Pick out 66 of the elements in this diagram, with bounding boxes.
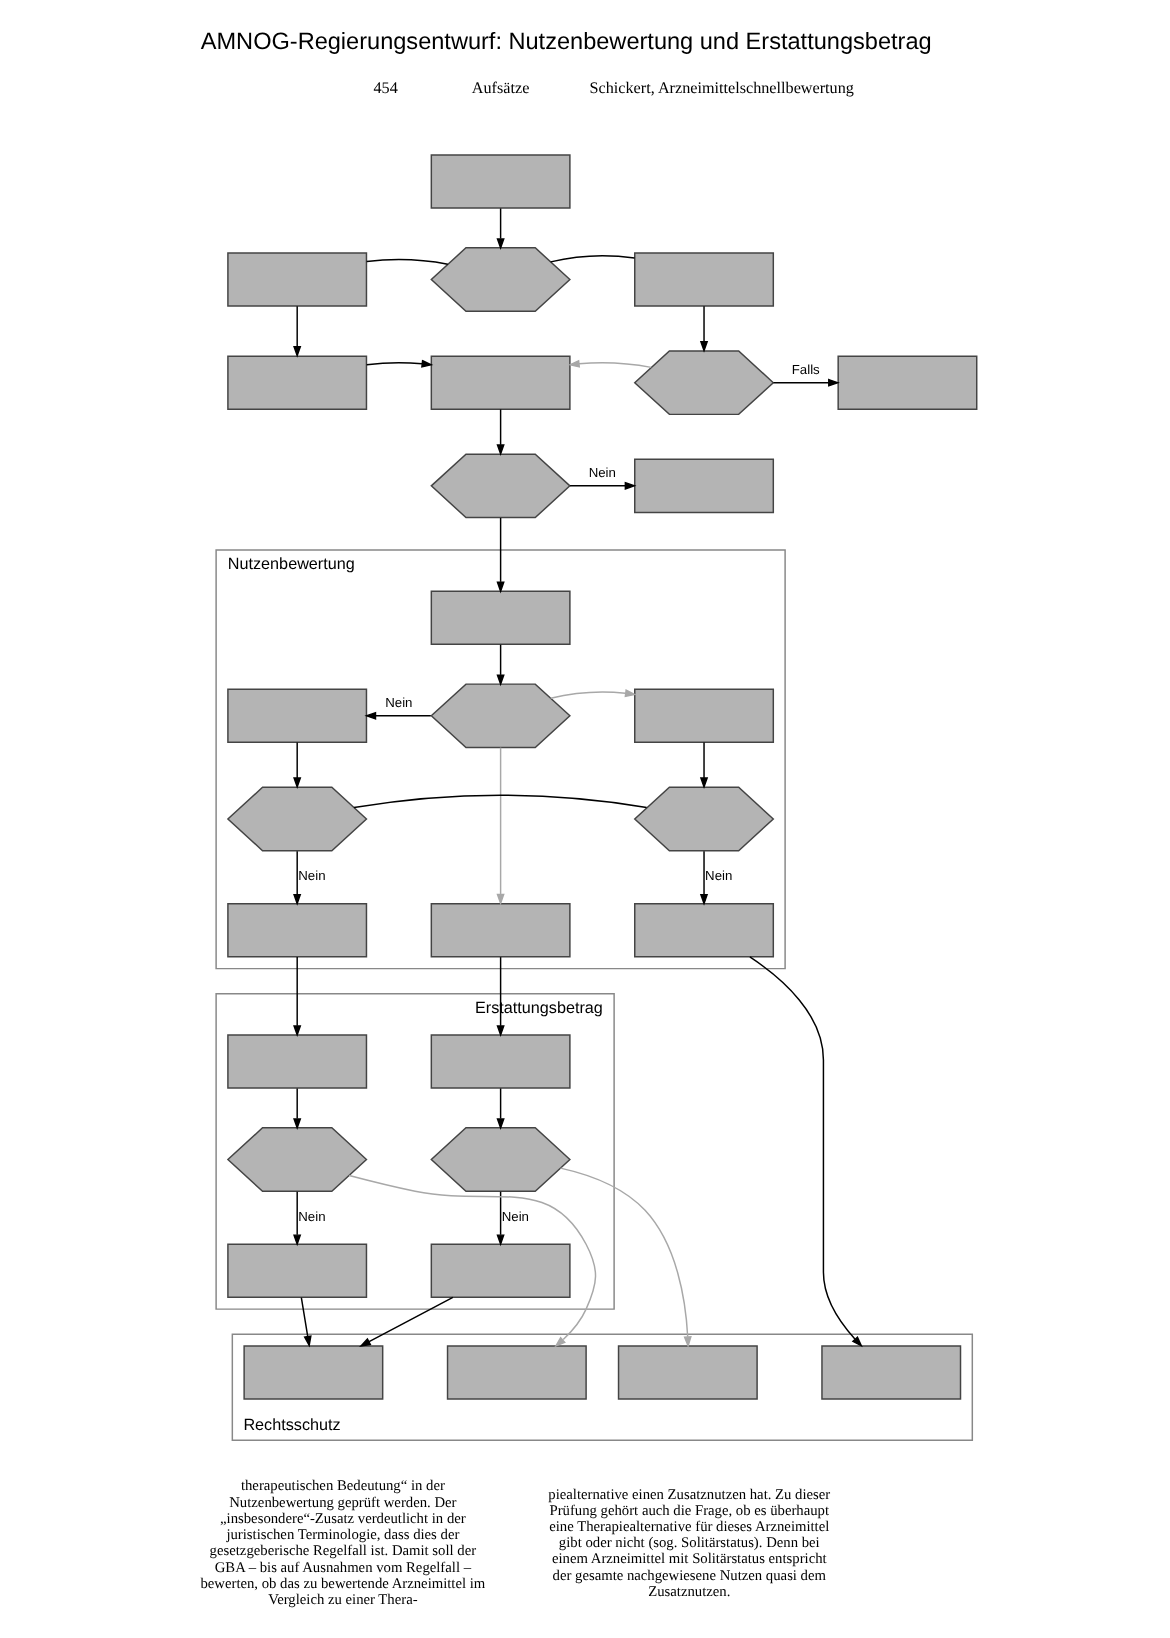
arrow [348, 1174, 597, 1348]
arrow [772, 378, 840, 387]
arrow [699, 741, 709, 790]
label: 454 [373, 78, 398, 97]
node-hexagon [226, 1127, 368, 1192]
arrow [293, 1087, 302, 1130]
node-box [446, 1345, 587, 1400]
node-box [634, 688, 775, 744]
node-box [634, 252, 775, 307]
node-box [430, 903, 571, 958]
node-box [227, 355, 368, 410]
label: Aufsätze [471, 78, 530, 97]
node-box [227, 903, 368, 958]
arrow [496, 644, 505, 687]
node-box [227, 688, 368, 744]
arrow [496, 408, 505, 456]
node-box [617, 1345, 758, 1400]
arrow [496, 207, 505, 250]
arrow [366, 359, 434, 368]
node-box [227, 1034, 368, 1089]
node-hexagon [430, 247, 571, 312]
node-box [634, 458, 775, 514]
arrow [699, 850, 709, 906]
node-hexagon [430, 453, 571, 519]
node-box [430, 1243, 571, 1299]
node-hexagon [226, 786, 368, 852]
arrow [293, 850, 302, 906]
connector [353, 794, 648, 809]
arrow [496, 956, 505, 1037]
node-hexagon [633, 350, 775, 416]
diagram-title: AMNOG-Regierungsentwurf: Nutzenbewertung und Erstattungsbetrag [200, 28, 932, 55]
node-hexagon [430, 1127, 571, 1192]
node-box [430, 590, 571, 646]
arrow [496, 746, 505, 906]
node-box [430, 154, 571, 209]
arrow [559, 1167, 692, 1349]
arrow [293, 741, 302, 790]
node-box [634, 903, 775, 958]
node-box [837, 355, 978, 410]
node-box [430, 355, 571, 410]
arrow [300, 1296, 312, 1348]
arrow [699, 305, 709, 353]
arrow [359, 1296, 454, 1347]
arrow [496, 517, 505, 594]
label: piealternative einen Zusatznutzen hat. Zu dieser Prüfung gehört auch die Frage, ob es überhaupt eine Therapiealternative für dieses Arzneimittel gibt oder nicht (sog. Solitärstatus). Denn bei einem Arzneimittel mit Solitärstatus entspricht der gesamte nachgewiesene Nutzen quasi dem Zusatznutzen. [548, 1484, 831, 1600]
node-hexagon [633, 786, 775, 852]
node-box [430, 1034, 571, 1089]
node-hexagon [430, 683, 571, 749]
label: Schickert, Arzneimittelschnellbewertung [589, 78, 854, 97]
arrow [364, 711, 432, 720]
arrow [549, 689, 637, 699]
arrow [749, 956, 863, 1348]
connector [366, 258, 449, 265]
node-box [243, 1345, 384, 1400]
arrow [496, 1087, 505, 1130]
node-box [227, 252, 368, 307]
node-box [227, 1243, 368, 1299]
connector [549, 255, 636, 263]
arrow [293, 305, 302, 358]
node-box [821, 1345, 962, 1400]
label: therapeutischen Bedeutung“ in der Nutzenbewertung geprüft werden. Der „insbesondere“-Zusatz verdeutlicht in der juristischen Terminologie, dass dies der gesetzgeberische Regelfall ist. Damit soll der GBA – bis auf Ausnahmen vom Regelfall – bewerten, ob das zu bewertende Arzneimittel im Vergleich zu einer Thera- [200, 1476, 486, 1608]
arrow [569, 481, 637, 490]
arrow [293, 956, 302, 1037]
arrow [496, 1191, 505, 1247]
arrow [293, 1191, 302, 1247]
arrow [567, 359, 652, 369]
